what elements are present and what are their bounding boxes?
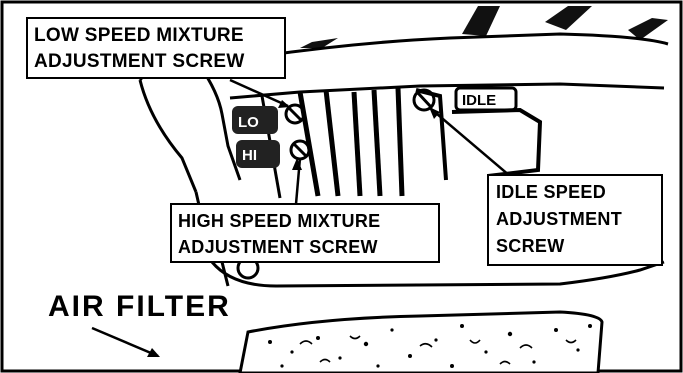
lo-plate: LO: [232, 106, 278, 134]
air-filter-label: AIR FILTER: [48, 290, 231, 324]
high-speed-line-2: ADJUSTMENT SCREW: [178, 234, 432, 260]
idle-speed-line-2: ADJUSTMENT: [496, 206, 654, 233]
high-speed-mixture-callout: HIGH SPEED MIXTURE ADJUSTMENT SCREW: [170, 203, 440, 263]
idle-plate: IDLE: [456, 88, 516, 110]
high-speed-line-1: HIGH SPEED MIXTURE: [178, 208, 432, 234]
idle-speed-line-1: IDLE SPEED: [496, 179, 654, 206]
low-speed-mixture-callout: LOW SPEED MIXTURE ADJUSTMENT SCREW: [26, 17, 286, 79]
idle-speed-line-3: SCREW: [496, 233, 654, 260]
low-speed-line-2: ADJUSTMENT SCREW: [34, 49, 278, 75]
svg-text:IDLE: IDLE: [462, 92, 496, 109]
svg-text:LO: LO: [238, 114, 259, 131]
idle-speed-callout: IDLE SPEED ADJUSTMENT SCREW: [487, 174, 663, 266]
low-speed-line-1: LOW SPEED MIXTURE: [34, 23, 278, 49]
svg-text:HI: HI: [242, 147, 257, 164]
hi-plate: HI: [236, 140, 280, 168]
